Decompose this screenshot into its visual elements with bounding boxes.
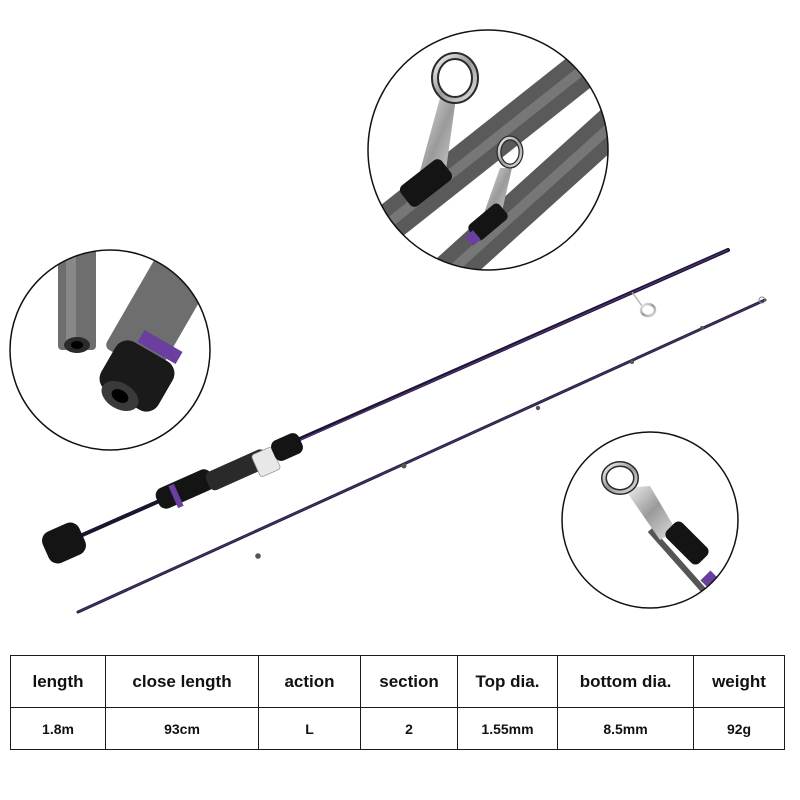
purple-trim-ring	[168, 483, 184, 509]
tip-and-guide-detail	[367, 29, 609, 271]
guide	[401, 463, 407, 469]
guide	[630, 360, 634, 364]
fore-grip	[271, 433, 303, 461]
rear-grip	[155, 469, 215, 509]
header-top-dia: Top dia.	[457, 655, 558, 708]
value-action: L	[258, 707, 361, 750]
product-illustration	[9, 29, 767, 614]
header-weight: weight	[693, 655, 785, 708]
header-section: section	[360, 655, 458, 708]
rod-butt-section	[42, 248, 730, 564]
value-bottom-dia: 8.5mm	[557, 707, 694, 750]
value-section: 2	[360, 707, 458, 750]
butt-cap	[42, 522, 86, 564]
spec-header-row: length close length action section Top d…	[10, 655, 785, 708]
header-bottom-dia: bottom dia.	[557, 655, 694, 708]
guide	[700, 326, 704, 330]
guide	[255, 553, 261, 559]
header-length: length	[10, 655, 106, 708]
value-length: 1.8m	[10, 707, 106, 750]
rod-tip-section	[76, 296, 767, 614]
guide	[535, 405, 541, 411]
header-close-length: close length	[105, 655, 259, 708]
tip-guide	[758, 296, 766, 304]
spec-table: length close length action section Top d…	[10, 655, 785, 750]
spec-value-row: 1.8m 93cm L 2 1.55mm 8.5mm 92g	[10, 707, 785, 750]
single-guide-detail	[561, 431, 739, 609]
ferrule-joint-detail	[9, 249, 211, 451]
value-top-dia: 1.55mm	[457, 707, 558, 750]
butt-guide	[631, 291, 657, 318]
value-weight: 92g	[693, 707, 785, 750]
header-action: action	[258, 655, 361, 708]
value-close-length: 93cm	[105, 707, 259, 750]
